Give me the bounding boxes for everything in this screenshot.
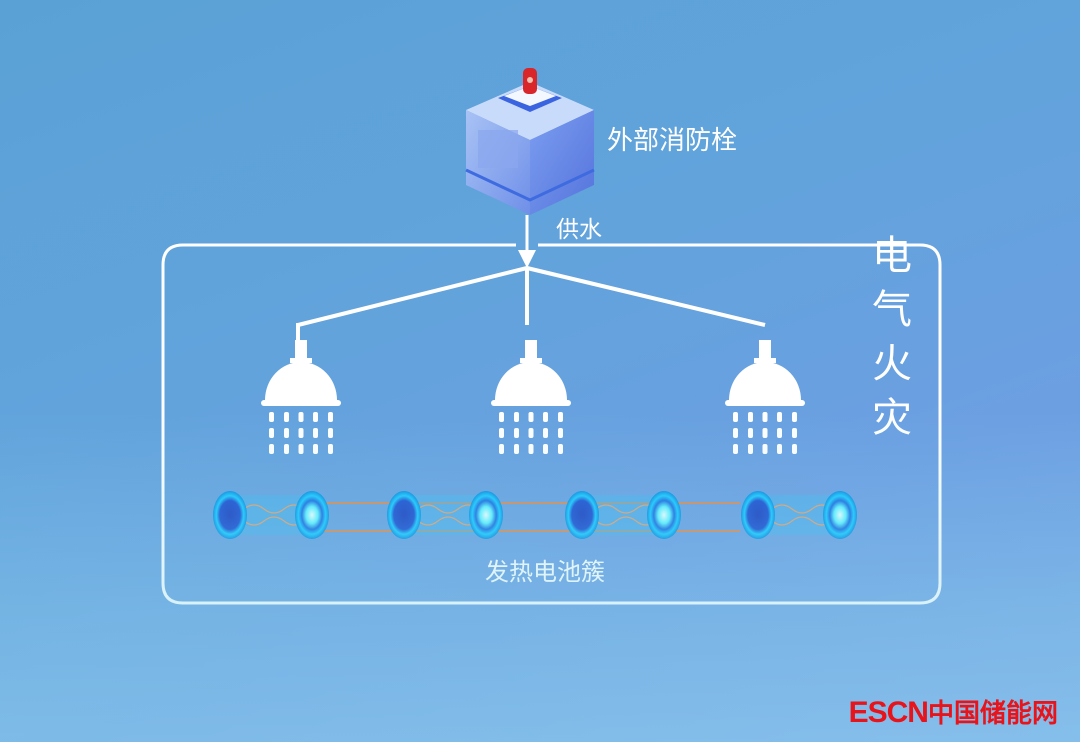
battery-cell-icon [212,490,330,540]
sprinkler-icon [725,340,805,454]
sprinkler-icon [261,340,341,454]
pipes [296,266,766,342]
sprinkler-icon [491,340,571,454]
fire-zone-border [161,243,942,605]
fire-label-vertical: 电气火灾 [865,234,911,450]
watermark-latin: ESCN [848,696,929,729]
fire-hydrant-icon [465,68,595,215]
supply-arrow-icon [518,215,536,268]
battery-cell-icon [564,490,682,540]
battery-cell-icon [740,490,858,540]
battery-cell-icon [386,490,504,540]
watermark-cn: 中国储能网 [927,698,1058,728]
battery-cluster-label: 发热电池簇 [485,558,605,586]
escn-watermark: ESCN中国储能网 [849,693,1058,730]
electrical-fire-label: 电气火灾 [865,234,911,450]
hydrant-label: 外部消防栓 [607,126,737,156]
supply-label: 供水 [556,217,602,243]
